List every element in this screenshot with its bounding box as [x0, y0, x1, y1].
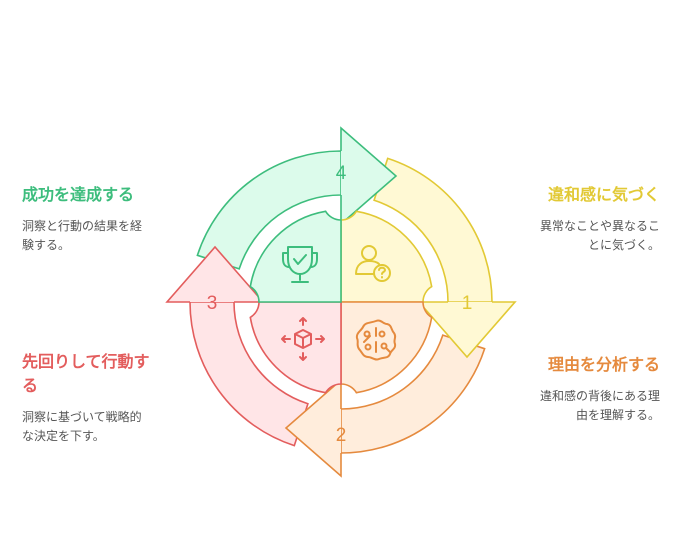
step-3-text: 先回りして行動する 洞察に基づいて戦略的な決定を下す。 [22, 350, 162, 446]
step-4-title: 成功を達成する [22, 185, 135, 204]
person-question-icon [355, 245, 391, 282]
step-4-text: 成功を達成する 洞察と行動の結果を経験する。 [22, 183, 192, 255]
step-1-title: 違和感に気づく [547, 185, 660, 204]
step-3-title: 先回りして行動する [22, 352, 150, 395]
step-4-number: 4 [336, 163, 347, 184]
arrow-1-body [373, 157, 493, 303]
step-4-description: 洞察と行動の結果を経験する。 [22, 219, 143, 252]
step-2-description: 違和感の背後にある理由を理解する。 [539, 389, 660, 422]
step-1-number: 1 [462, 293, 473, 314]
step-3-number: 3 [207, 293, 218, 314]
brain-icon [355, 319, 397, 361]
step-2-text: 理由を分析する 違和感の背後にある理由を理解する。 [490, 353, 660, 425]
arrow-1-head [417, 301, 517, 359]
trophy-icon [282, 246, 318, 283]
arrow-4-head [340, 126, 398, 226]
quadrant-step-1 [340, 210, 433, 303]
quadrant-step-4 [249, 210, 342, 303]
cube-arrows-icon [281, 317, 325, 361]
step-1-description: 異常なことや異なることに気づく。 [539, 219, 660, 252]
step-2-title: 理由を分析する [547, 355, 660, 374]
step-2-number: 2 [336, 425, 347, 446]
arrow-2-head [284, 378, 342, 478]
step-1-text: 違和感に気づく 異常なことや異なることに気づく。 [490, 183, 660, 255]
quadrant-step-3 [249, 301, 342, 394]
arrow-3-head [165, 245, 265, 303]
arrow-2-body [340, 334, 486, 454]
arrow-3-body [189, 301, 309, 447]
step-3-description: 洞察に基づいて戦略的な決定を下す。 [22, 410, 142, 443]
arrow-4-body [196, 150, 342, 270]
